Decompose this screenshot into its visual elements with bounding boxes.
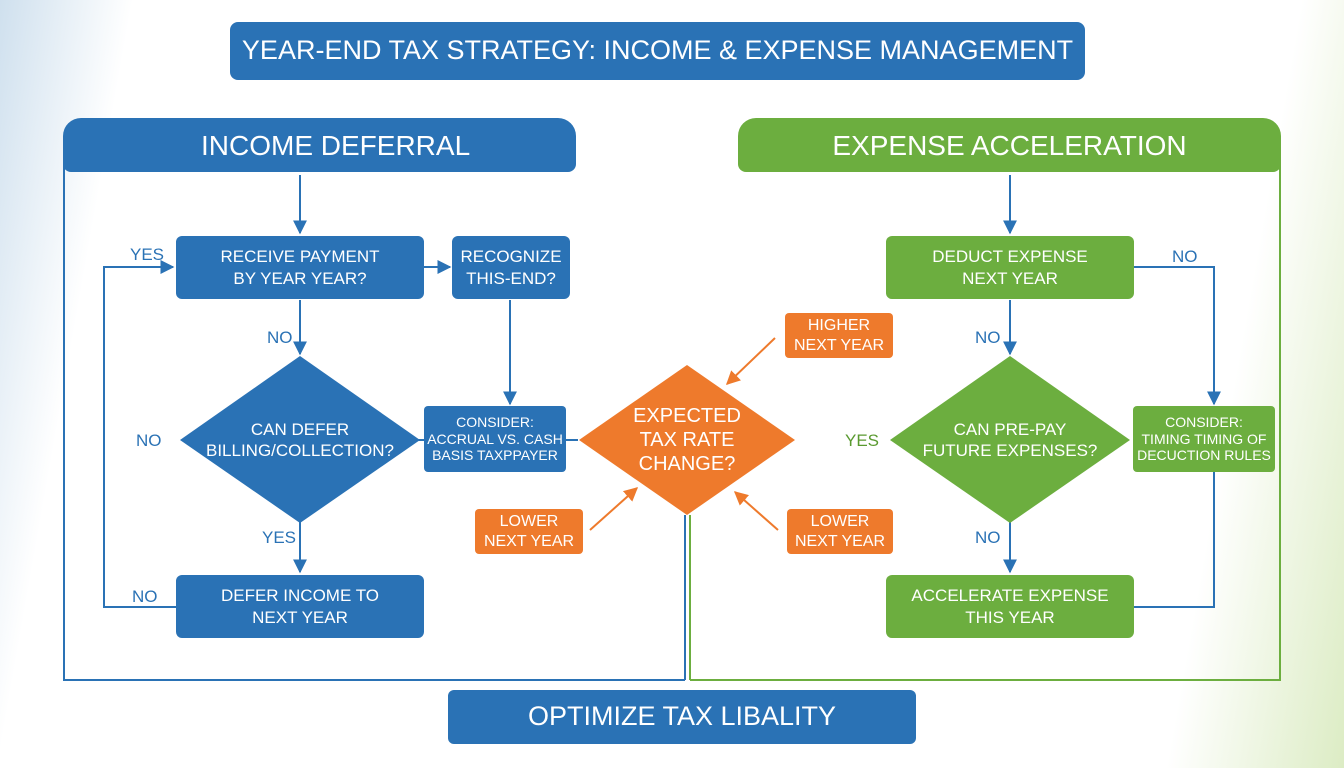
income-frame: [63, 150, 686, 681]
tax-rate-change-text: EXPECTED TAX RATE CHANGE?: [633, 405, 741, 475]
expense-acceleration-header: EXPENSE ACCELERATION: [738, 118, 1281, 172]
defer-income-box: DEFER INCOME TO NEXT YEAR: [176, 575, 424, 638]
can-prepay-text: CAN PRE-PAY FUTURE EXPENSES?: [922, 419, 1098, 460]
lower-next-year-left-box: LOWER NEXT YEAR: [475, 509, 583, 554]
can-defer-text: CAN DEFER BILLING/COLLECTION?: [205, 419, 394, 460]
tax-rate-diamond: [579, 365, 795, 515]
optimize-tax-liability-box: OPTIMIZE TAX LIBALITY: [448, 690, 916, 744]
can-defer-diamond: [180, 356, 420, 523]
lower-next-year-right-box: LOWER NEXT YEAR: [787, 509, 893, 554]
no-label-right-mid: NO: [975, 328, 1001, 347]
consider-accrual-box: CONSIDER: ACCRUAL VS. CASH BASIS TAXPPAY…: [424, 406, 566, 472]
arrow-lower-left: [589, 487, 639, 531]
higher-next-year-box: HIGHER NEXT YEAR: [785, 313, 893, 358]
accelerate-expense-box: ACCELERATE EXPENSE THIS YEAR: [886, 575, 1134, 638]
no-label-right-bottom: NO: [975, 528, 1001, 547]
recognize-box: RECOGNIZE THIS-END?: [452, 236, 570, 299]
deduct-expense-box: DEDUCT EXPENSE NEXT YEAR: [886, 236, 1134, 299]
arrow-lower-right: [733, 491, 779, 531]
no-label-right-top: NO: [1172, 247, 1198, 266]
no-label-left: NO: [136, 431, 162, 450]
loop-right: [1134, 472, 1215, 608]
arrow-higher: [725, 337, 776, 385]
yes-label-top: YES: [130, 245, 165, 264]
can-prepay-diamond: [890, 356, 1130, 523]
page-title: YEAR-END TAX STRATEGY: INCOME & EXPENSE …: [230, 22, 1085, 80]
consider-timing-box: CONSIDER: TIMING TIMING OF DECUCTION RUL…: [1133, 406, 1275, 472]
income-deferral-header: INCOME DEFERRAL: [63, 118, 576, 172]
arrow-deduct-to-consider: [1134, 266, 1221, 406]
receive-payment-box: RECEIVE PAYMENT BY YEAR YEAR?: [176, 236, 424, 299]
yes-label-bottom: YES: [262, 528, 297, 547]
loop-left: [103, 260, 176, 608]
no-label-mid: NO: [267, 328, 293, 347]
expense-frame: [689, 150, 1281, 681]
yes-label-right: YES: [845, 431, 880, 450]
no-label-bottom: NO: [132, 587, 158, 606]
